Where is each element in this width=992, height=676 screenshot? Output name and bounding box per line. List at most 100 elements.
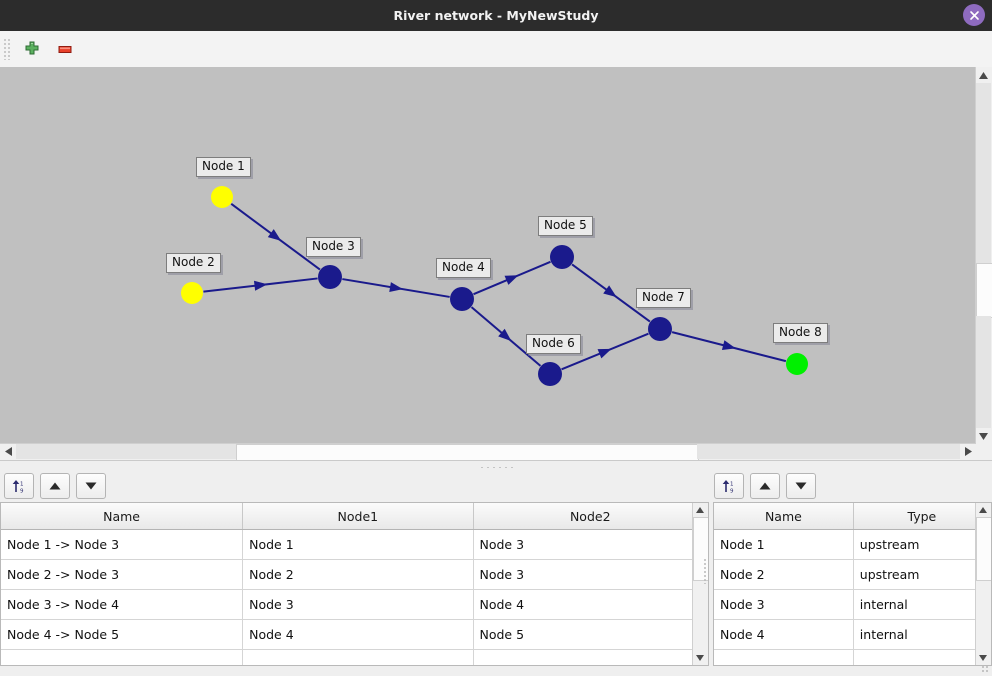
node-sort-button[interactable]: 1 9 [714, 473, 744, 499]
cell-node1[interactable]: Node 3 [242, 589, 474, 620]
cell-name[interactable]: Node 3 [714, 589, 854, 620]
cell-empty[interactable] [853, 649, 991, 665]
graph-node-node5[interactable] [550, 245, 574, 269]
cell-node2[interactable]: Node 4 [473, 589, 708, 620]
delete-node-button[interactable] [51, 35, 79, 63]
river-network-canvas[interactable]: Node 1 Node 2 Node 3 Node 4 Node 5 Node 6 Node… [0, 67, 976, 444]
horizontal-splitter[interactable] [0, 460, 992, 471]
graph-node-node8[interactable] [786, 353, 808, 375]
graph-node-node2[interactable] [181, 282, 203, 304]
graph-node-node7[interactable] [648, 317, 672, 341]
cell-name[interactable]: Node 1 -> Node 3 [1, 529, 244, 560]
cell-name[interactable]: Node 4 [714, 619, 854, 650]
cell-node2[interactable]: Node 3 [473, 529, 708, 560]
graph-vscroll-thumb[interactable] [976, 263, 992, 318]
graph-hscroll-thumb[interactable] [236, 444, 699, 461]
node-label-node5[interactable]: Node 5 [538, 216, 593, 236]
branch-scroll-up-icon[interactable] [693, 503, 707, 517]
close-icon[interactable] [963, 4, 985, 26]
splitter-grip [479, 464, 513, 468]
cell-type[interactable]: internal [853, 619, 991, 650]
node-label-node7[interactable]: Node 7 [636, 288, 691, 308]
node-label-node6[interactable]: Node 6 [526, 334, 581, 354]
column-header-name[interactable]: Name [1, 503, 244, 530]
cell-node2[interactable]: Node 5 [473, 619, 708, 650]
node-scroll-up-icon[interactable] [976, 503, 990, 517]
branch-move-up-button[interactable] [40, 473, 70, 499]
cell-name[interactable]: Node 2 [714, 559, 854, 590]
cell-type[interactable]: upstream [853, 559, 991, 590]
arrow-up-icon [49, 482, 61, 490]
node-scroll-down-icon[interactable] [976, 651, 990, 665]
graph-horizontal-scrollbar[interactable] [0, 443, 976, 461]
branch-sort-button[interactable]: 1 9 [4, 473, 34, 499]
edge-direction-arrow-icon [267, 229, 282, 241]
branch-scroll-down-icon[interactable] [693, 651, 707, 665]
node-label-node2[interactable]: Node 2 [166, 253, 221, 273]
branch-move-down-button[interactable] [76, 473, 106, 499]
cell-empty[interactable] [473, 649, 708, 665]
graph-node-node6[interactable] [538, 362, 562, 386]
node-table-vertical-scrollbar[interactable] [975, 503, 991, 665]
cell-name[interactable]: Node 3 -> Node 4 [1, 589, 244, 620]
cell-name[interactable]: Node 4 -> Node 5 [1, 619, 244, 650]
cell-type[interactable]: internal [853, 589, 991, 620]
scroll-up-icon[interactable] [976, 67, 991, 83]
cell-empty[interactable] [714, 649, 854, 665]
arrow-down-icon [795, 482, 807, 490]
graph-node-node3[interactable] [318, 265, 342, 289]
cell-type[interactable]: upstream [853, 529, 991, 560]
column-header-type[interactable]: Type [853, 503, 991, 530]
column-header-node1[interactable]: Node1 [242, 503, 474, 530]
scroll-down-icon[interactable] [976, 428, 991, 444]
cell-empty[interactable] [1, 649, 244, 665]
cell-node2[interactable]: Node 3 [473, 559, 708, 590]
branch-table-vertical-scrollbar[interactable] [692, 503, 708, 665]
add-node-button[interactable] [18, 35, 46, 63]
node-move-down-button[interactable] [786, 473, 816, 499]
window-resize-grip[interactable] [981, 665, 990, 674]
sort-ascending-icon: 1 9 [12, 479, 24, 494]
column-header-node2[interactable]: Node2 [473, 503, 708, 530]
cell-name[interactable]: Node 2 -> Node 3 [1, 559, 244, 590]
node-vscroll-thumb[interactable] [976, 517, 991, 581]
graph-node-node1[interactable] [211, 186, 233, 208]
empty-row[interactable] [714, 649, 991, 665]
toolbar-drag-handle[interactable] [3, 38, 12, 60]
svg-text:1: 1 [730, 481, 734, 487]
empty-row[interactable] [1, 649, 708, 665]
panel-vertical-splitter-grip[interactable] [703, 558, 708, 584]
node-label-node4[interactable]: Node 4 [436, 258, 491, 278]
cell-node1[interactable]: Node 1 [242, 529, 474, 560]
column-header-name[interactable]: Name [714, 503, 854, 530]
node-panel-toolbar: 1 9 [714, 473, 816, 499]
cell-empty[interactable] [242, 649, 474, 665]
graph-node-node4[interactable] [450, 287, 474, 311]
cell-node1[interactable]: Node 4 [242, 619, 474, 650]
node-label-node8[interactable]: Node 8 [773, 323, 828, 343]
node-label-node3[interactable]: Node 3 [306, 237, 361, 257]
node-move-up-button[interactable] [750, 473, 780, 499]
node-label-node1[interactable]: Node 1 [196, 157, 251, 177]
cell-name[interactable]: Node 1 [714, 529, 854, 560]
scroll-left-icon[interactable] [0, 444, 16, 459]
cell-node1[interactable]: Node 2 [242, 559, 474, 590]
branch-panel-toolbar: 1 9 [4, 473, 106, 499]
graph-vertical-scrollbar[interactable] [975, 67, 992, 444]
scroll-right-icon[interactable] [960, 444, 976, 459]
